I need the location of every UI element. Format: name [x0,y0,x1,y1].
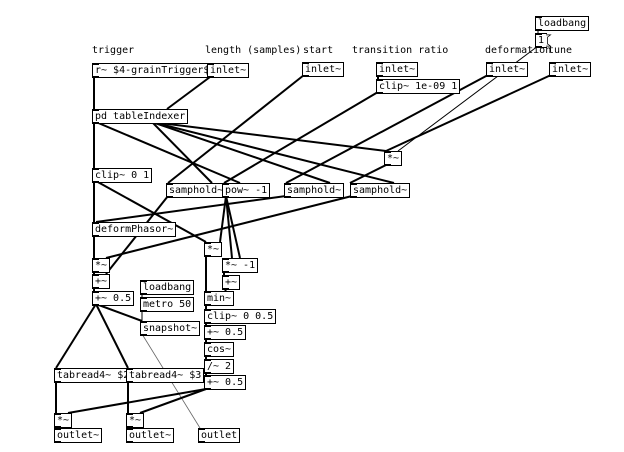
connection [151,121,213,184]
min-object[interactable]: min~ [204,291,235,306]
deform-phasor-object[interactable]: deformPhasor~ [92,222,177,237]
connection [225,195,241,259]
comment-deformation: deformation [485,45,552,56]
inlet-length[interactable]: inlet~ [207,63,250,78]
connection [167,74,305,184]
connection [95,303,129,369]
connection [55,303,97,369]
pow-object[interactable]: pow~ -1 [222,183,271,198]
connection [95,303,143,322]
comment-length: length (samples) [205,45,302,56]
inlet-transition-ratio[interactable]: inlet~ [376,62,419,77]
connection [95,121,241,184]
multiply-out-right-object[interactable]: *~ [126,413,145,428]
metro-object[interactable]: metro 50 [140,297,195,312]
clip-0-05-object[interactable]: clip~ 0 0.5 [204,309,277,324]
clip-ratio-object[interactable]: clip~ 1e-09 1 [376,79,461,94]
inlet-tune[interactable]: inlet~ [549,62,592,77]
comment-tune: tune [548,45,573,56]
snapshot-object[interactable]: snapshot~ [140,321,201,336]
multiply-tune-object[interactable]: *~ [384,151,403,166]
connection [223,91,379,184]
connection [151,121,395,184]
comment-start: start [303,45,334,56]
add-half-b-object[interactable]: +~ 0.5 [204,325,247,340]
connection [225,195,233,259]
samphold-tune-object[interactable]: samphold~ [350,183,411,198]
samphold-start-object[interactable]: samphold~ [166,183,227,198]
receive-trigger-object[interactable]: r~ $4-grainTrigger$1 [92,63,219,78]
outlet-left[interactable]: outlet~ [54,428,103,443]
connection [95,195,287,223]
clip-0-1-object[interactable]: clip~ 0 1 [92,168,153,183]
add-half-c-object[interactable]: +~ 0.5 [204,375,247,390]
loadbang-metro-object[interactable]: loadbang [140,280,195,295]
multiply-a-object[interactable]: *~ [92,258,111,273]
multiply-out-left-object[interactable]: *~ [54,413,73,428]
connection [95,180,207,243]
add-a-object[interactable]: +~ [92,274,111,289]
connection [139,388,207,414]
loadbang-object[interactable]: loadbang [535,16,590,31]
table-indexer-subpatch[interactable]: pd tableIndexer [92,109,189,124]
connection [349,164,387,184]
outlet-control[interactable]: outlet [198,428,241,443]
add-half-a-object[interactable]: +~ 0.5 [92,291,135,306]
tabread-left-object[interactable]: tabread4~ $2 [54,368,133,383]
inlet-deformation[interactable]: inlet~ [486,62,529,77]
comment-transition-ratio: transition ratio [352,45,449,56]
message-box-flag [546,34,552,47]
cos-object[interactable]: cos~ [204,342,235,357]
multiply-neg1-object[interactable]: *~ -1 [222,258,259,273]
samphold-deform-object[interactable]: samphold~ [284,183,345,198]
comment-trigger: trigger [92,45,135,56]
connection [67,388,207,414]
multiply-b-object[interactable]: *~ [204,242,223,257]
connection [385,74,552,152]
message-box-1[interactable]: 1 [535,33,547,48]
connection [151,121,387,152]
divide-2-object[interactable]: /~ 2 [204,359,235,374]
connection [219,195,227,243]
connection [151,121,331,184]
inlet-start[interactable]: inlet~ [302,62,345,77]
add-b-object[interactable]: +~ [222,275,241,290]
connection [166,76,211,110]
tabread-right-object[interactable]: tabread4~ $3 [126,368,205,383]
outlet-right[interactable]: outlet~ [126,428,175,443]
